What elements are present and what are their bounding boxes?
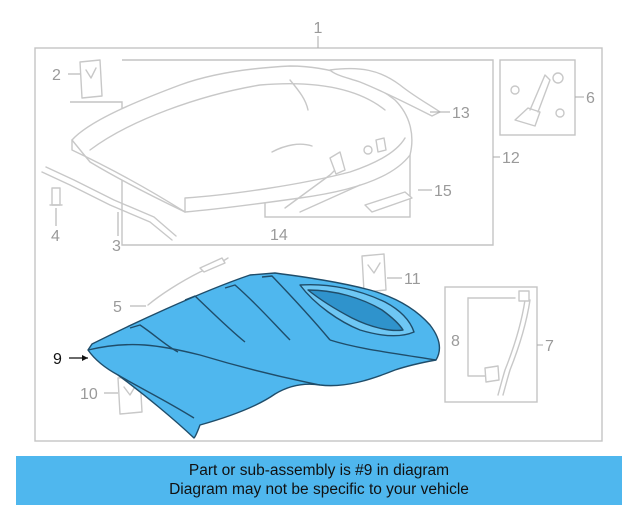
callout-8: 8 — [451, 333, 460, 350]
callout-13: 13 — [452, 105, 470, 122]
callout-12: 12 — [502, 150, 520, 167]
part-13-strip — [329, 67, 441, 117]
callout-3: 3 — [112, 238, 121, 255]
part-5-cable — [147, 257, 229, 306]
part-7-rod — [467, 290, 531, 396]
callout-5: 5 — [113, 299, 122, 316]
part-14-parts — [271, 137, 387, 213]
part-6-frame — [499, 59, 576, 136]
hardtop-frame — [70, 59, 494, 246]
callout-9[interactable]: 9 — [53, 351, 62, 368]
part-9-soft-top[interactable] — [87, 272, 441, 439]
hardtop-shell — [71, 65, 413, 213]
part-4-fastener — [49, 187, 63, 206]
banner-line-1: Part or sub-assembly is #9 in diagram — [188, 462, 450, 479]
part-2-clip — [79, 59, 103, 99]
banner-line-2: Diagram may not be specific to your vehi… — [169, 481, 469, 498]
info-banner: Part or sub-assembly is #9 in diagram Di… — [16, 456, 622, 505]
part-3-weatherstrip — [41, 166, 177, 241]
callout-14: 14 — [270, 227, 288, 244]
callout-1: 1 — [314, 20, 323, 37]
part-15-strip — [364, 191, 413, 213]
part-6-bracket — [510, 72, 565, 127]
parts-diagram: 1 2 3 4 5 6 7 8 9 10 11 12 13 14 15 — [34, 20, 603, 442]
callout-10: 10 — [80, 386, 98, 403]
callout-2: 2 — [52, 67, 61, 84]
part-11-clip — [361, 253, 387, 293]
callout-11: 11 — [404, 271, 421, 288]
callout-6: 6 — [586, 90, 595, 107]
callout-4: 4 — [51, 228, 60, 245]
callout-7: 7 — [545, 338, 554, 355]
callout-15: 15 — [434, 183, 452, 200]
